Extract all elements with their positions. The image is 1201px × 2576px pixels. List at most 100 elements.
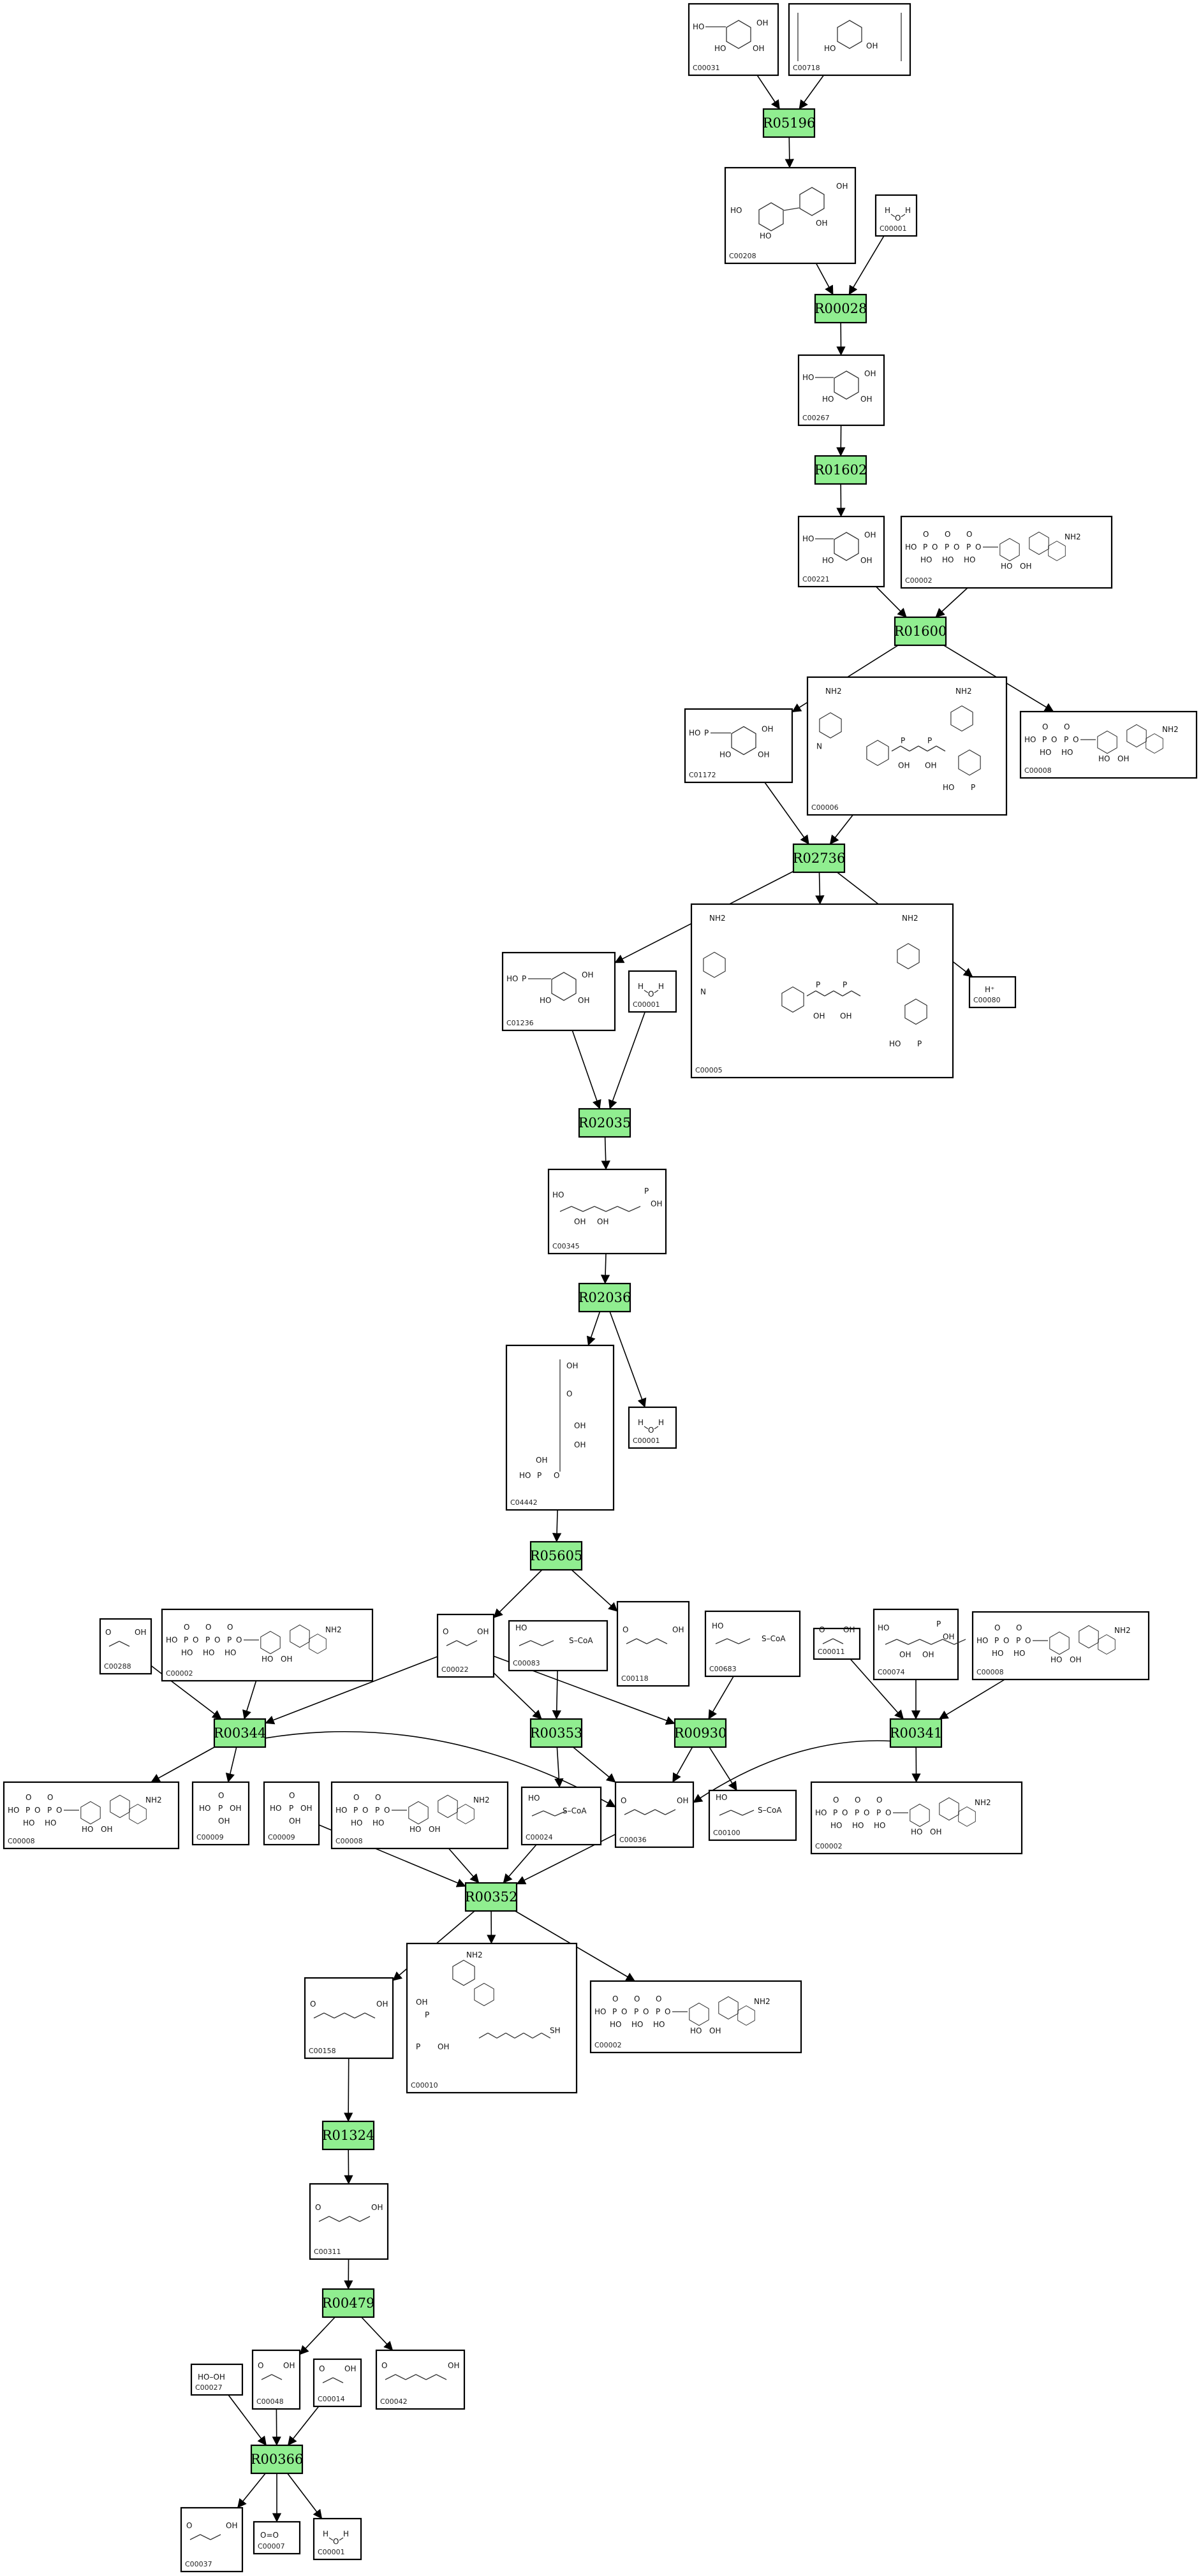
- reaction-box[interactable]: [321, 2288, 375, 2318]
- compound-box[interactable]: [873, 1608, 959, 1681]
- compound-box[interactable]: [253, 2521, 301, 2555]
- compound-box[interactable]: [968, 976, 1017, 1009]
- reaction-box[interactable]: [250, 2444, 304, 2475]
- compound-box[interactable]: [589, 1980, 802, 2054]
- compound-box[interactable]: [99, 1618, 152, 1675]
- compound-box[interactable]: [788, 3, 911, 77]
- compound-box[interactable]: [874, 194, 918, 237]
- reaction-r02736[interactable]: R02736: [793, 843, 846, 874]
- compound-c00080[interactable]: H⁺C00080: [968, 976, 1017, 1009]
- reaction-box[interactable]: [814, 455, 867, 485]
- compound-box[interactable]: [616, 1600, 690, 1687]
- compound-box[interactable]: [313, 2517, 362, 2561]
- compound-box[interactable]: [971, 1611, 1150, 1681]
- reaction-r01324[interactable]: R01324: [321, 2120, 375, 2151]
- reaction-r00028[interactable]: R00028: [814, 293, 867, 324]
- compound-box[interactable]: [161, 1608, 374, 1682]
- compound-box[interactable]: [520, 1786, 602, 1846]
- compound-box[interactable]: [688, 3, 779, 77]
- reaction-r02035[interactable]: R02035: [578, 1108, 631, 1138]
- compound-box[interactable]: [263, 1781, 320, 1846]
- reaction-r05196[interactable]: R05196: [762, 108, 816, 138]
- reaction-box[interactable]: [762, 108, 816, 138]
- compound-box[interactable]: [180, 2506, 244, 2573]
- compound-box[interactable]: [501, 951, 616, 1032]
- compound-box[interactable]: [724, 166, 857, 265]
- reaction-box[interactable]: [578, 1108, 631, 1138]
- reaction-r01600[interactable]: R01600: [894, 616, 947, 647]
- compound-box[interactable]: [797, 515, 885, 588]
- compound-box[interactable]: [304, 1977, 394, 2060]
- compound-box[interactable]: [406, 1942, 578, 2094]
- compound-box[interactable]: [708, 1789, 797, 1841]
- compound-box[interactable]: [704, 1610, 801, 1678]
- compound-box[interactable]: [3, 1781, 180, 1850]
- compound-box[interactable]: [628, 970, 677, 1013]
- compound-box[interactable]: [684, 708, 793, 784]
- compound-box[interactable]: [330, 1781, 509, 1850]
- reaction-r02036[interactable]: R02036: [578, 1282, 631, 1313]
- compound-box[interactable]: [313, 2358, 362, 2408]
- reaction-r01602[interactable]: R01602: [814, 455, 867, 485]
- compound-box[interactable]: [1019, 710, 1198, 779]
- reaction-box[interactable]: [529, 1718, 583, 1748]
- compound-box[interactable]: [813, 1627, 861, 1660]
- compound-box[interactable]: [309, 2183, 389, 2260]
- compound-box[interactable]: [690, 903, 954, 1079]
- compound-box[interactable]: [628, 1406, 677, 1449]
- compound-box[interactable]: [900, 515, 1113, 589]
- reaction-box[interactable]: [321, 2120, 375, 2151]
- compound-box[interactable]: [251, 2349, 301, 2410]
- compound-box[interactable]: [806, 676, 1008, 816]
- reaction-r00366[interactable]: R00366: [250, 2444, 304, 2475]
- reaction-r00479[interactable]: R00479: [321, 2288, 375, 2318]
- compound-box[interactable]: [614, 1781, 695, 1848]
- reaction-box[interactable]: [814, 293, 867, 324]
- reaction-box[interactable]: [213, 1718, 267, 1748]
- reaction-r00341[interactable]: R00341: [890, 1718, 943, 1748]
- compound-box[interactable]: [508, 1620, 608, 1672]
- reaction-box[interactable]: [578, 1282, 631, 1313]
- compound-box[interactable]: [547, 1168, 667, 1255]
- reaction-box[interactable]: [894, 616, 947, 647]
- reaction-r00353[interactable]: R00353: [529, 1718, 583, 1748]
